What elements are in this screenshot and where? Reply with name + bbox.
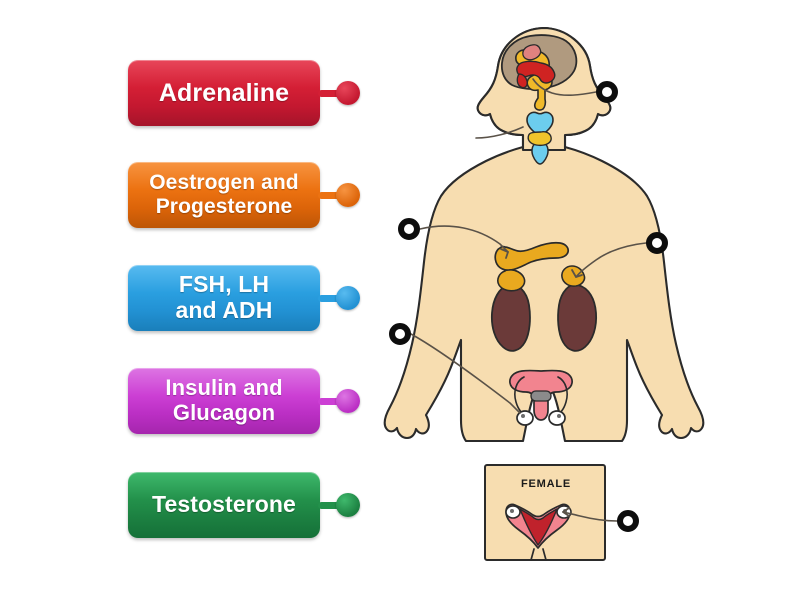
pancreas-target[interactable] — [398, 218, 420, 240]
connector-stem-insulin-glucagon — [318, 398, 344, 405]
leader-pituitary — [532, 78, 597, 97]
pituitary-vessel-tail — [516, 73, 528, 89]
label-card-testosterone[interactable]: Testosterone — [128, 472, 320, 538]
label-card-insulin-glucagon[interactable]: Insulin and Glucagon — [128, 368, 320, 434]
adrenal-gland-target[interactable] — [646, 232, 668, 254]
testis-left — [516, 410, 534, 426]
ovaries-target[interactable] — [617, 510, 639, 532]
leader-arrow-pancreas — [500, 248, 509, 259]
connector-stem-testosterone — [318, 502, 344, 509]
leader-adrenal — [575, 242, 647, 278]
vas-deferens-left — [514, 376, 528, 417]
testis-right — [548, 410, 566, 426]
parathyroid-glands — [527, 131, 552, 147]
connector-knob-insulin-glucagon[interactable] — [336, 389, 360, 413]
label-text-insulin-glucagon: Insulin and Glucagon — [165, 375, 283, 425]
label-card-fsh-lh-adh[interactable]: FSH, LH and ADH — [128, 265, 320, 331]
pituitary-vessels — [516, 60, 556, 84]
connector-stem-oestrogen-progesterone — [318, 192, 344, 199]
label-text-fsh-lh-adh: FSH, LH and ADH — [175, 271, 273, 323]
testes-group — [509, 369, 573, 421]
ovary-left-dot — [510, 509, 514, 513]
label-card-oestrogen-progesterone[interactable]: Oestrogen and Progesterone — [128, 162, 320, 228]
ovary-right — [556, 505, 572, 519]
pancreas — [494, 241, 570, 272]
connector-knob-testosterone[interactable] — [336, 493, 360, 517]
connector-stem-fsh-lh-adh — [318, 295, 344, 302]
thyroid-gland — [526, 111, 554, 137]
ovary-right-dot — [563, 509, 567, 513]
adrenal-gland-left — [497, 269, 526, 292]
brain — [500, 34, 578, 90]
adrenal-gland-right — [561, 265, 586, 287]
head-outline — [476, 26, 612, 152]
prostate — [530, 390, 552, 402]
label-card-adrenaline[interactable]: Adrenaline — [128, 60, 320, 126]
leader-ovaries — [562, 511, 618, 522]
connector-knob-fsh-lh-adh[interactable] — [336, 286, 360, 310]
testis-left-dot — [521, 414, 525, 418]
leader-pancreas — [419, 225, 509, 253]
connector-knob-adrenaline[interactable] — [336, 81, 360, 105]
testis-right-dot — [557, 414, 561, 418]
kidney-left — [490, 283, 531, 352]
connector-stem-adrenaline — [318, 90, 344, 97]
female-inset-caption: FEMALE — [521, 478, 572, 490]
thyroid-isthmus — [531, 141, 549, 165]
thalamus — [522, 44, 542, 61]
testes-target[interactable] — [389, 323, 411, 345]
label-text-testosterone: Testosterone — [152, 491, 296, 518]
pituitary-gland-target[interactable] — [596, 81, 618, 103]
uterus-cavity — [519, 508, 558, 546]
leader-testes — [410, 333, 521, 414]
vagina — [530, 548, 547, 561]
uterus — [505, 503, 571, 549]
label-text-adrenaline: Adrenaline — [158, 79, 290, 107]
connector-knob-oestrogen-progesterone[interactable] — [336, 183, 360, 207]
ovary-left — [505, 505, 521, 519]
vas-deferens-right — [554, 376, 568, 417]
leader-thyroid — [475, 126, 524, 139]
label-text-oestrogen-progesterone: Oestrogen and Progesterone — [149, 171, 299, 218]
pituitary-gland — [515, 48, 553, 111]
leader-arrow-adrenal — [571, 269, 583, 278]
leader-arrow-ovaries — [562, 507, 570, 517]
kidney-right — [557, 283, 598, 352]
